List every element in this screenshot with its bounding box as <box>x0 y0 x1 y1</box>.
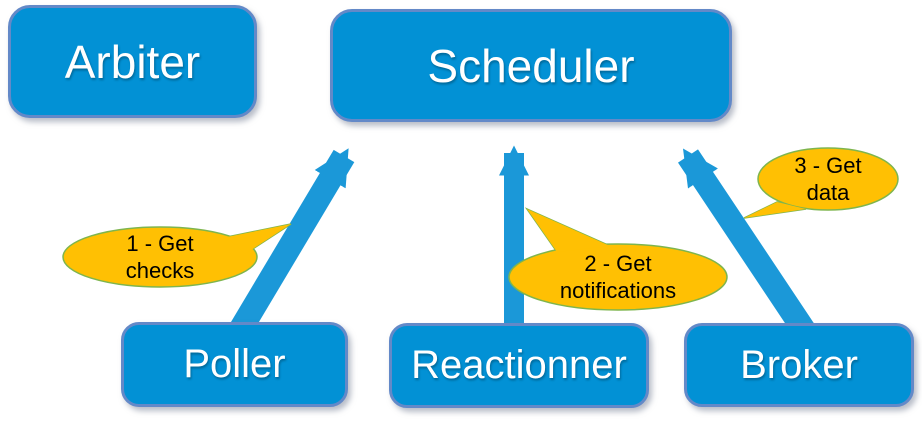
callout-tail-fill <box>527 209 610 252</box>
callout-bubble-data <box>743 147 899 219</box>
callout-line: 2 - Get <box>584 251 652 276</box>
node-broker: Broker <box>684 323 914 407</box>
node-scheduler: Scheduler <box>330 9 732 122</box>
callout-line: notifications <box>559 278 677 303</box>
callout-tail-fill <box>744 202 806 218</box>
callout-text-notifications: 2 - Get notifications <box>508 250 728 304</box>
node-arbiter: Arbiter <box>8 5 257 118</box>
arrow-broker-to-scheduler <box>678 148 822 349</box>
callout-ellipse <box>508 243 728 311</box>
node-label: Scheduler <box>427 39 635 92</box>
callout-bubble-notifications <box>508 207 728 311</box>
callout-line: 1 - Get <box>126 231 194 256</box>
callout-ellipse <box>757 147 899 211</box>
node-label: Poller <box>183 342 286 386</box>
node-label: Broker <box>740 342 858 387</box>
node-reactionner: Reactionner <box>389 323 649 408</box>
callout-ellipse <box>62 226 258 288</box>
callout-tail-fill <box>227 224 291 254</box>
node-poller: Poller <box>121 322 348 407</box>
node-label: Arbiter <box>64 35 201 88</box>
callout-line: data <box>806 180 850 205</box>
callout-bubble-checks <box>62 223 292 288</box>
arrow-poller-to-scheduler <box>222 148 355 349</box>
callout-text-checks: 1 - Get checks <box>62 230 258 284</box>
callout-line: checks <box>125 258 195 283</box>
node-label: Reactionner <box>411 343 627 387</box>
callout-text-data: 3 - Get data <box>748 152 908 206</box>
callout-line: 3 - Get <box>794 153 862 178</box>
